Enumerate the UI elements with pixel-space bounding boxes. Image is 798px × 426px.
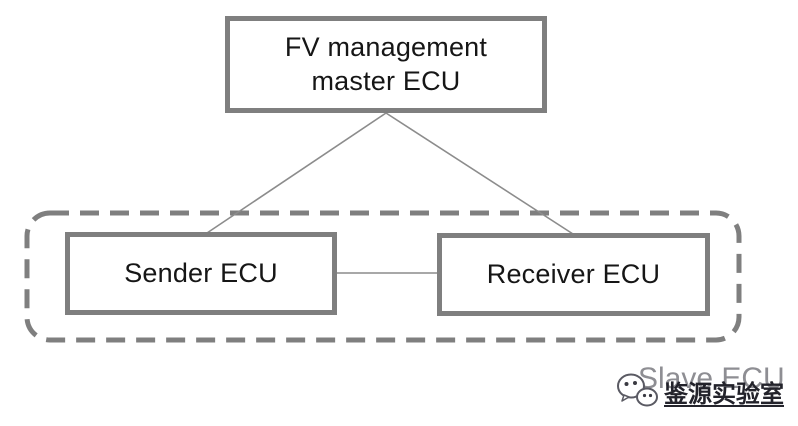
master-ecu-label-line1: FV management bbox=[284, 31, 488, 62]
node-receiver-ecu: Receiver ECU bbox=[437, 233, 710, 316]
connector-master-receiver bbox=[386, 113, 573, 234]
connector-master-sender bbox=[207, 113, 386, 233]
watermark: 鉴源实验室 bbox=[616, 371, 784, 411]
node-master-ecu: FV management master ECU bbox=[225, 16, 547, 113]
slave-group-label: Slave ECU bbox=[638, 362, 785, 395]
slave-group-outline bbox=[27, 213, 739, 340]
receiver-ecu-label: Receiver ECU bbox=[486, 258, 661, 289]
chat-bubbles-icon bbox=[617, 373, 658, 407]
node-sender-ecu: Sender ECU bbox=[65, 232, 337, 315]
sender-ecu-label: Sender ECU bbox=[124, 257, 278, 288]
master-ecu-label-line2: master ECU bbox=[311, 65, 461, 96]
watermark-label: 鉴源实验室 bbox=[664, 380, 784, 408]
